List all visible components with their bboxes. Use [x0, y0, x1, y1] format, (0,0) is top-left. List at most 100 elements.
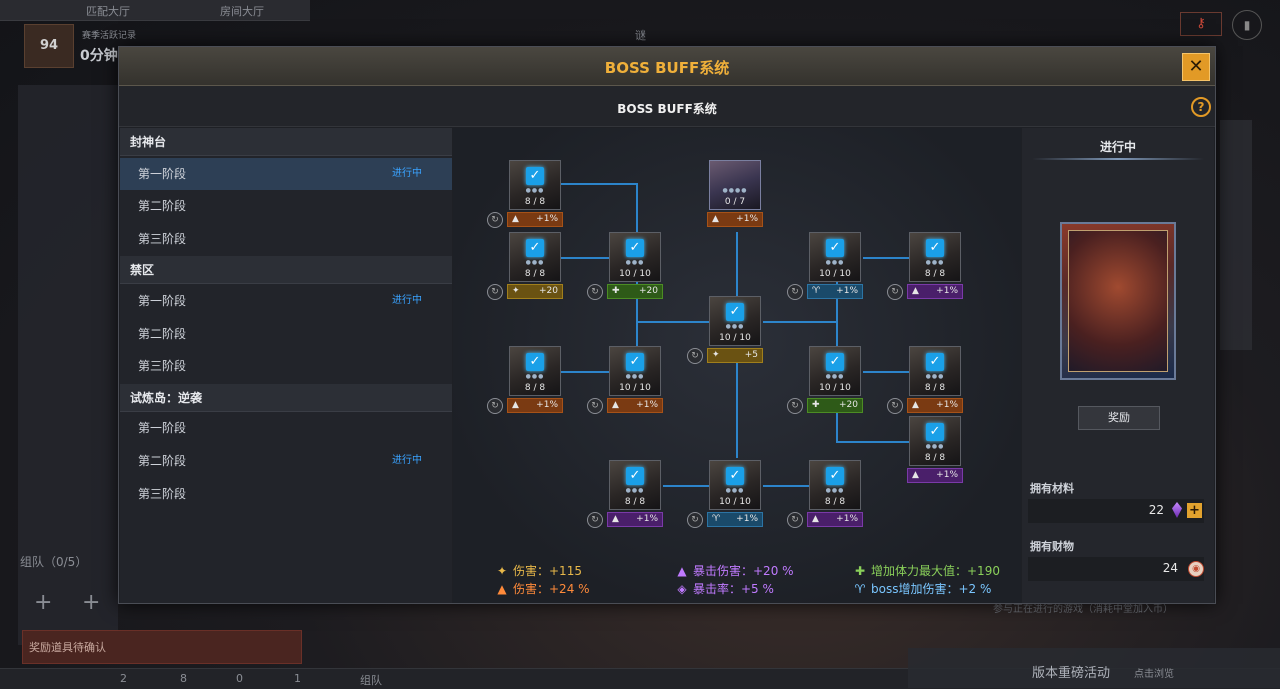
coin-icon: ◉ [1188, 561, 1204, 577]
bottom-count: 1 [294, 672, 301, 685]
stage-group-title: 禁区 [120, 256, 452, 284]
node-bonus: ▲+1% [507, 212, 563, 227]
add-teammate-button[interactable]: + [82, 590, 101, 615]
wealth-field: 24 ◉ [1028, 557, 1204, 581]
reset-icon[interactable]: ↻ [587, 398, 603, 414]
boss-info-panel: 进行中 奖励 拥有材料 22 + 拥有财物 24 ◉ [1022, 128, 1214, 603]
buff-node-portrait[interactable]: ✓●●●8 / 8 [509, 346, 561, 396]
check-icon: ✓ [826, 353, 844, 371]
crit-flame-icon: ▲ [612, 514, 619, 524]
stage-item[interactable]: 第三阶段 [120, 223, 452, 255]
node-progress: 10 / 10 [819, 383, 851, 393]
reset-icon[interactable]: ↻ [487, 398, 503, 414]
check-icon: ✓ [926, 423, 944, 441]
stage-label: 第二阶段 [138, 454, 187, 468]
bottom-count: 0 [236, 672, 243, 685]
horns-icon: ♈ [812, 286, 821, 296]
stage-item[interactable]: 第一阶段 进行中 [120, 158, 452, 190]
crit-flame-icon: ▲ [812, 514, 819, 524]
reward-confirm-bar[interactable]: 奖励道具待确认 [22, 630, 302, 664]
close-button[interactable]: ✕ [1182, 53, 1210, 81]
bonus-value: +20 [639, 286, 658, 296]
center-tab[interactable]: 谜 [635, 29, 646, 42]
stage-item[interactable]: 第一阶段 进行中 [120, 285, 452, 317]
horns-icon: ♈ [854, 582, 866, 596]
bonus-value: +20 [539, 286, 558, 296]
buff-node-portrait[interactable]: ✓●●●8 / 8 [909, 232, 961, 282]
health-icon: ✚ [612, 286, 620, 296]
buff-node-portrait[interactable]: ✓●●●8 / 8 [509, 232, 561, 282]
stage-item[interactable]: 第二阶段 [120, 190, 452, 222]
buff-node-portrait[interactable]: ✓●●●8 / 8 [909, 346, 961, 396]
star-dots: ●●● [825, 487, 845, 494]
node-bonus: ▲+1% [907, 468, 963, 483]
stage-item[interactable]: 第三阶段 [120, 350, 452, 382]
crit-flame-icon: ▲ [912, 286, 919, 296]
reward-button[interactable]: 奖励 [1078, 406, 1160, 430]
bottom-count: 8 [180, 672, 187, 685]
reset-icon[interactable]: ↻ [687, 512, 703, 528]
reset-icon[interactable]: ↻ [887, 284, 903, 300]
buff-node-portrait[interactable]: ✓●●●10 / 10 [809, 346, 861, 396]
reset-icon[interactable]: ↻ [687, 348, 703, 364]
event-banner[interactable] [908, 648, 1280, 688]
stage-item[interactable]: 第二阶段 进行中 [120, 445, 452, 477]
stage-item[interactable]: 第一阶段 [120, 412, 452, 444]
reset-icon[interactable]: ↻ [487, 284, 503, 300]
buff-node: ✓●●●8 / 8 ↻ ▲+1% [887, 346, 963, 420]
reset-icon[interactable]: ↻ [487, 212, 503, 228]
buff-node-portrait[interactable]: ✓●●●10 / 10 [809, 232, 861, 282]
star-dots: ●●● [525, 187, 545, 194]
help-icon[interactable]: ? [1191, 97, 1211, 117]
bottom-team-tab[interactable]: 组队 [360, 674, 382, 687]
buff-node-portrait[interactable]: ✓●●●8 / 8 [609, 460, 661, 510]
boss-card-art [1068, 230, 1168, 372]
lobby-top-tabs [0, 0, 310, 21]
stage-item[interactable]: 第三阶段 [120, 478, 452, 510]
reset-icon[interactable]: ↻ [787, 284, 803, 300]
health-icon: ✚ [812, 400, 820, 410]
bonus-value: +20 [839, 400, 858, 410]
buff-node-portrait[interactable]: ✓●●●8 / 8 [909, 416, 961, 466]
buff-node-portrait[interactable]: ✓●●●10 / 10 [609, 232, 661, 282]
reset-icon[interactable]: ↻ [587, 284, 603, 300]
buff-node-portrait[interactable]: ✓●●●10 / 10 [709, 296, 761, 346]
buff-node: ✓●●●8 / 8 ↻ ▲+1% [587, 460, 663, 534]
reset-icon[interactable]: ↻ [887, 398, 903, 414]
buff-node-portrait[interactable]: ✓●●●8 / 8 [509, 160, 561, 210]
stage-label: 第一阶段 [138, 167, 187, 181]
star-dots: ●●● [525, 373, 545, 380]
reset-icon[interactable]: ↻ [787, 512, 803, 528]
tab-match-hall[interactable]: 匹配大厅 [86, 5, 130, 18]
stat-max-hp: ✚增加体力最大值：+190 [853, 562, 1000, 579]
add-material-button[interactable]: + [1187, 503, 1202, 518]
check-icon: ✓ [826, 239, 844, 257]
buff-node-portrait[interactable]: ✓●●●10 / 10 [609, 346, 661, 396]
reset-icon[interactable]: ↻ [787, 398, 803, 414]
join-hint: 参与正在进行的游戏（消耗中堂加入币） [993, 604, 1173, 615]
crit-flame-icon: ▲ [677, 564, 687, 578]
flame-icon: ▲ [512, 214, 519, 224]
bonus-value: +1% [936, 400, 958, 410]
star-dots: ●●● [925, 259, 945, 266]
add-teammate-button[interactable]: + [34, 590, 53, 615]
progress-status: 进行中 [1099, 140, 1136, 154]
stat-text: boss增加伤害：+2 % [871, 582, 992, 596]
tab-room-hall[interactable]: 房间大厅 [220, 5, 264, 18]
buff-node-portrait[interactable]: ●●●●0 / 7 [709, 160, 761, 210]
node-bonus: ▲+1% [607, 512, 663, 527]
bonus-value: +1% [636, 400, 658, 410]
buff-node-portrait[interactable]: ✓●●●10 / 10 [709, 460, 761, 510]
stage-item[interactable]: 第二阶段 [120, 318, 452, 350]
reset-icon[interactable]: ↻ [587, 512, 603, 528]
event-banner-link[interactable]: 点击浏览 [1134, 669, 1174, 680]
stats-icon[interactable]: ▮ [1232, 10, 1262, 40]
key-icon[interactable]: ⚷ [1180, 12, 1222, 36]
stage-label: 第二阶段 [138, 327, 187, 341]
node-progress: 0 / 7 [724, 197, 746, 207]
dialog-subheader: BOSS BUFF系统 ? [119, 86, 1215, 127]
buff-node-portrait[interactable]: ✓●●●8 / 8 [809, 460, 861, 510]
node-progress: 8 / 8 [524, 197, 546, 207]
dialog-header: BOSS BUFF系统 ✕ [119, 47, 1215, 86]
node-progress: 10 / 10 [619, 383, 651, 393]
